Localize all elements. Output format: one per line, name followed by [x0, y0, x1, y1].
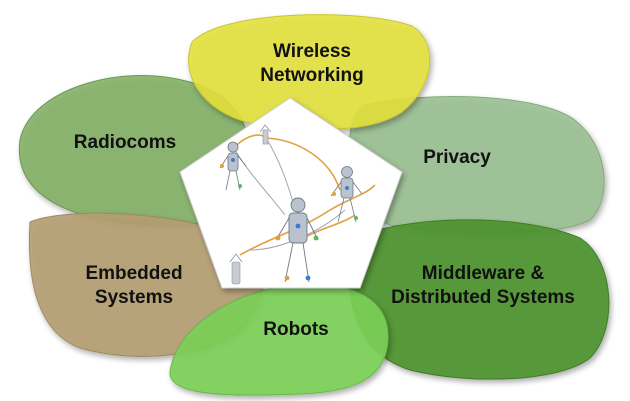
label-radiocoms: Radiocoms [73, 132, 177, 153]
body-sensor-network-illustration [219, 124, 376, 285]
label-wireless-networking: Wireless Networking [260, 41, 364, 86]
label-middleware-distributed-systems: Middleware & Distributed Systems [391, 263, 575, 308]
petal-wireless-networking [188, 14, 431, 130]
antenna-bottom-left [229, 253, 243, 285]
sensor-nodes [220, 158, 358, 281]
petal-robots [169, 283, 389, 396]
label-embedded-systems: Embedded Systems [85, 263, 183, 308]
label-privacy: Privacy [423, 147, 491, 168]
label-robots: Robots [263, 319, 329, 340]
antenna-top [259, 124, 272, 145]
